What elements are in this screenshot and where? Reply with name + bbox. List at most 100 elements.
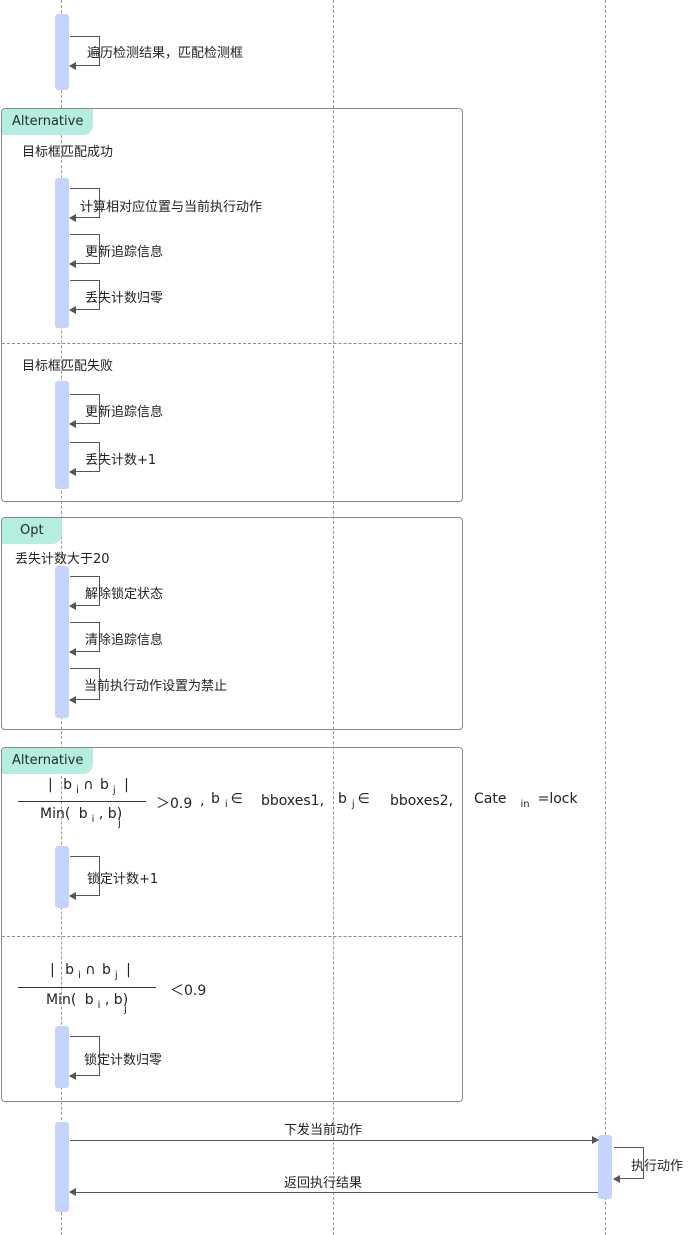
element-of: ∈ xyxy=(357,791,370,807)
sub-i: i xyxy=(78,970,81,981)
var-b: b xyxy=(113,992,123,1008)
iou-comparison: ＜0.9 xyxy=(170,983,207,999)
self-message-arrow xyxy=(69,36,100,70)
self-message-label: 更新追踪信息 xyxy=(85,245,164,260)
self-message-arrow xyxy=(69,188,100,222)
sub-j: j xyxy=(114,970,118,981)
send-message-label: 下发当前动作 xyxy=(284,1123,363,1138)
separator: , xyxy=(200,793,205,809)
alt-frame-1: Alternative 目标框匹配成功 目标框匹配失败 xyxy=(1,108,463,502)
activation-bar xyxy=(55,1026,69,1088)
frame-tag: Alternative xyxy=(2,109,94,135)
var-b: b xyxy=(78,806,88,822)
min-func: Min( xyxy=(46,992,77,1008)
abs-bar: | xyxy=(124,777,129,793)
self-message-arrow xyxy=(69,394,100,428)
set-bboxes1: bboxes1, xyxy=(261,793,325,809)
intersect-symbol: ∩ xyxy=(85,962,96,978)
sub-j: j xyxy=(351,799,355,810)
self-message-arrow xyxy=(69,856,100,900)
activation-bar xyxy=(55,14,69,90)
sub-i: i xyxy=(97,1000,101,1011)
var-b: b xyxy=(65,962,75,978)
self-message-label: 更新追踪信息 xyxy=(85,405,164,420)
self-message-label: 清除追踪信息 xyxy=(85,633,164,648)
self-message-arrow xyxy=(69,280,100,314)
category-condition: Cate in =lock xyxy=(474,791,578,810)
intersect-symbol: ∩ xyxy=(83,777,94,793)
cate-sub: in xyxy=(520,799,530,810)
var-b: b xyxy=(84,992,94,1008)
sub-j: j xyxy=(118,818,121,829)
comma: , xyxy=(104,992,110,1008)
self-message-label: 遍历检测结果，匹配检测框 xyxy=(87,46,244,61)
activation-bar xyxy=(55,566,69,718)
activation-bar xyxy=(55,1122,69,1212)
self-message-label: 锁定计数+1 xyxy=(87,872,159,887)
iou-comparison: ＞0.9 xyxy=(156,796,193,812)
fraction-line xyxy=(18,987,156,988)
alt-frame-2: Alternative xyxy=(1,747,463,1102)
self-message-label: 丢失计数+1 xyxy=(85,453,157,468)
activation-bar xyxy=(598,1135,612,1199)
alt-divider xyxy=(2,936,462,937)
guard-label: 丢失计数大于20 xyxy=(15,552,110,567)
self-message-arrow xyxy=(69,234,100,268)
sub-j: j xyxy=(112,785,116,796)
lifeline-2 xyxy=(333,0,334,1235)
sub-j: j xyxy=(124,1004,127,1015)
self-message-label: 计算相对应位置与当前执行动作 xyxy=(80,200,263,215)
self-message-arrow xyxy=(69,442,100,476)
self-message-label: 解除锁定状态 xyxy=(85,587,164,602)
activation-bar xyxy=(55,178,69,328)
fraction-line xyxy=(18,801,146,802)
var-b: b xyxy=(63,777,73,793)
var-b: b xyxy=(102,962,111,978)
sub-i: i xyxy=(224,799,228,810)
send-message-arrow xyxy=(70,1136,599,1144)
var-b: b xyxy=(338,791,347,807)
var-b: b xyxy=(100,777,109,793)
self-message-arrow xyxy=(69,576,100,610)
frame-tag: Opt xyxy=(2,518,62,544)
abs-bar: | xyxy=(50,962,55,978)
close-paren: ) xyxy=(116,806,123,822)
self-message-arrow xyxy=(613,1147,644,1183)
guard-label: 目标框匹配成功 xyxy=(22,145,114,160)
self-message-label: 当前执行动作设置为禁止 xyxy=(84,679,228,694)
cate-var: Cate xyxy=(474,791,507,807)
activation-bar xyxy=(55,381,69,489)
set-bboxes2: bboxes2, xyxy=(390,793,454,809)
sub-i: i xyxy=(91,814,95,825)
cate-value: =lock xyxy=(537,791,578,807)
min-func: Min( xyxy=(40,806,71,822)
self-message-arrow xyxy=(69,668,100,704)
close-paren: ) xyxy=(122,992,129,1008)
abs-bar: | xyxy=(48,777,53,793)
self-message-label: 锁定计数归零 xyxy=(84,1053,163,1068)
guard-label: 目标框匹配失败 xyxy=(22,359,114,374)
abs-bar: | xyxy=(126,962,131,978)
sub-i: i xyxy=(76,785,79,796)
self-message-label: 执行动作 xyxy=(631,1159,684,1174)
frame-tag: Alternative xyxy=(2,748,94,774)
self-message-arrow xyxy=(69,1036,100,1080)
reply-message-arrow xyxy=(69,1188,598,1196)
comma: , xyxy=(98,806,104,822)
activation-bar xyxy=(55,846,69,908)
var-b: b xyxy=(211,791,220,807)
element-of: ∈ xyxy=(230,791,243,807)
self-message-arrow xyxy=(69,622,100,656)
opt-frame: Opt 丢失计数大于20 xyxy=(1,517,463,730)
var-b: b xyxy=(107,806,117,822)
alt-divider xyxy=(2,343,462,344)
reply-message-label: 返回执行结果 xyxy=(284,1176,363,1191)
self-message-label: 丢失计数归零 xyxy=(85,291,164,306)
lifeline-3 xyxy=(605,0,606,1235)
